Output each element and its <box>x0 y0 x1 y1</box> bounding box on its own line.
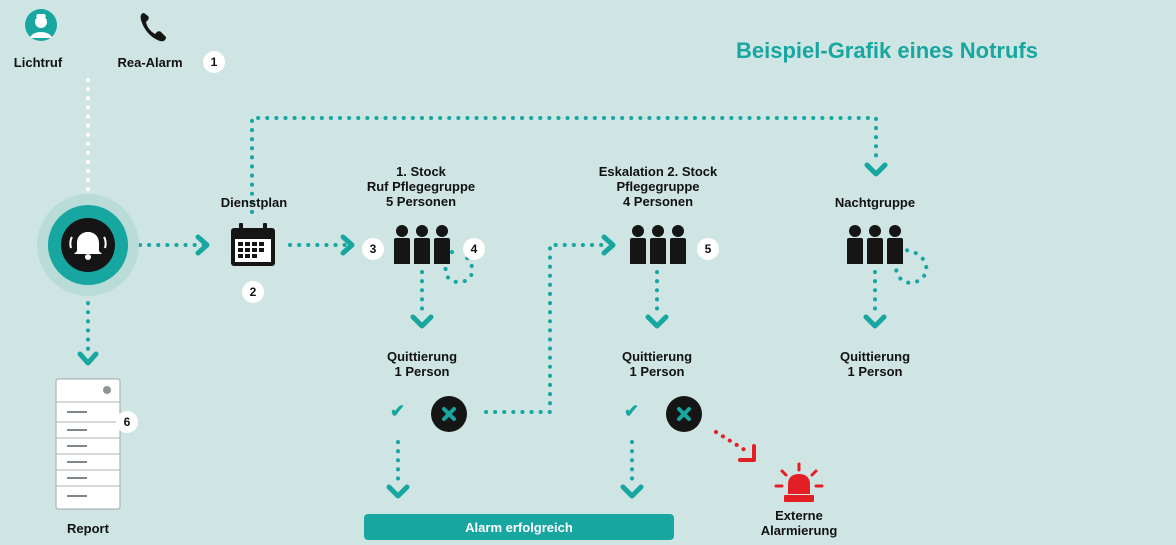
ack-night-line2: 1 Person <box>847 364 903 379</box>
connector-x1-escalation <box>484 243 608 414</box>
ack-stock1-label: Quittierung 1 Person <box>352 349 492 379</box>
people-group-icon <box>846 224 904 266</box>
loop-night <box>893 247 929 285</box>
chevron-down-icon <box>645 314 669 329</box>
calendar-icon <box>229 222 277 268</box>
chevron-down-icon <box>410 314 434 329</box>
step-badge-3: 3 <box>362 238 384 260</box>
ack-stock1-line2: 1 Person <box>394 364 450 379</box>
chevron-down-icon <box>77 351 99 366</box>
report-label: Report <box>67 521 109 536</box>
dienstplan-label: Dienstplan <box>220 195 288 210</box>
x-circle-icon <box>431 396 467 432</box>
external-line1: Externe <box>775 508 823 523</box>
chevron-down-icon <box>620 484 644 499</box>
people-group-icon <box>629 224 687 266</box>
stock2-line3: 4 Personen <box>622 194 694 209</box>
check-icon: ✔ <box>390 401 406 421</box>
alarm-success-bar: Alarm erfolgreich <box>364 514 674 540</box>
external-alarm-label: Externe Alarmierung <box>739 508 859 538</box>
stock2-line1: Eskalation 2. Stock <box>598 164 718 179</box>
report-server-icon <box>55 378 121 510</box>
ack-stock2-line2: 1 Person <box>629 364 685 379</box>
ack-night-line1: Quittierung <box>839 349 911 364</box>
stock1-line3: 5 Personen <box>385 194 457 209</box>
external-line2: Alarmierung <box>760 523 838 538</box>
stock1-line1: 1. Stock <box>396 164 446 179</box>
bell-icon <box>36 193 140 297</box>
stock2-label: Eskalation 2. Stock Pflegegruppe 4 Perso… <box>578 164 738 209</box>
ack-stock2-label: Quittierung 1 Person <box>587 349 727 379</box>
chevron-right-icon <box>195 234 210 256</box>
step-badge-5: 5 <box>697 238 719 260</box>
step-badge-2: 2 <box>242 281 264 303</box>
chevron-down-icon <box>864 162 888 177</box>
people-group-icon <box>393 224 451 266</box>
nachtgruppe-label: Nachtgruppe <box>834 195 916 210</box>
connector-top-loop <box>250 116 878 214</box>
rea-alarm-label: Rea-Alarm <box>117 55 183 70</box>
lichtruf-label: Lichtruf <box>13 55 63 70</box>
check-icon: ✔ <box>624 401 640 421</box>
step-badge-4: 4 <box>463 238 485 260</box>
phone-icon <box>138 10 168 44</box>
chevron-right-icon <box>601 234 616 256</box>
ack-night-label: Quittierung 1 Person <box>805 349 945 379</box>
arrow-down-right-icon <box>738 444 756 462</box>
connector-external-alarm <box>714 430 750 454</box>
stock1-line2: Ruf Pflegegruppe <box>366 179 476 194</box>
chevron-down-icon <box>863 314 887 329</box>
step-badge-1: 1 <box>203 51 225 73</box>
stock2-line2: Pflegegruppe <box>616 179 700 194</box>
nurse-icon <box>24 8 58 46</box>
x-circle-icon <box>666 396 702 432</box>
chevron-down-icon <box>386 484 410 499</box>
stock1-label: 1. Stock Ruf Pflegegruppe 5 Personen <box>346 164 496 209</box>
page-title: Beispiel-Grafik eines Notrufs <box>736 38 1038 63</box>
ack-stock2-line1: Quittierung <box>621 349 693 364</box>
chevron-right-icon <box>340 234 355 256</box>
ack-stock1-line1: Quittierung <box>386 349 458 364</box>
siren-icon <box>774 462 824 504</box>
step-badge-6: 6 <box>116 411 138 433</box>
